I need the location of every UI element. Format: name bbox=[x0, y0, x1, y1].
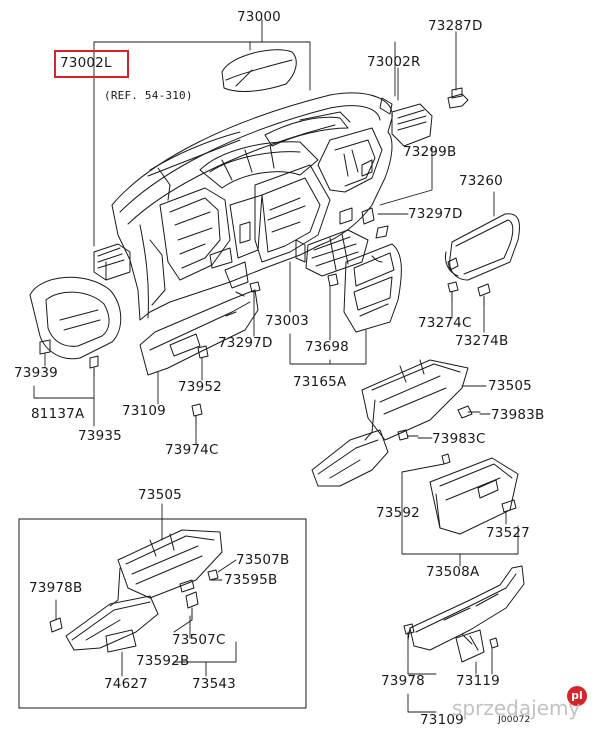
label-73260: 73260 bbox=[459, 173, 503, 189]
label-73978: 73978 bbox=[381, 673, 425, 689]
airbag-module bbox=[445, 213, 520, 281]
leader-lines bbox=[33, 19, 519, 713]
glovebox-assembly-right bbox=[311, 359, 469, 487]
side-cover-part bbox=[29, 276, 122, 360]
label-73983c: 73983C bbox=[432, 431, 486, 447]
label-73508a: 73508A bbox=[426, 564, 480, 580]
small-clips bbox=[39, 339, 209, 425]
knee-panel-upper bbox=[139, 289, 259, 376]
label-73002l: 73002L bbox=[60, 55, 112, 71]
clip-73698 bbox=[327, 273, 339, 287]
inset-glovebox-assembly bbox=[65, 529, 223, 651]
clip-73297d-right bbox=[361, 207, 389, 239]
label-ref-54-310: (REF. 54-310) bbox=[104, 89, 193, 102]
center-vent-part bbox=[305, 229, 369, 277]
label-73983b: 73983B bbox=[491, 407, 545, 423]
label-73165a: 73165A bbox=[293, 374, 347, 390]
label-73274b: 73274B bbox=[455, 333, 509, 349]
label-73505-right: 73505 bbox=[488, 378, 532, 394]
label-73698: 73698 bbox=[305, 339, 349, 355]
label-73505-inset: 73505 bbox=[138, 487, 182, 503]
label-73002r: 73002R bbox=[367, 54, 421, 70]
label-73595b: 73595B bbox=[224, 572, 278, 588]
highlight-box-73002l bbox=[54, 50, 129, 78]
watermark-text: sprzedajemy bbox=[452, 696, 581, 720]
label-73978b: 73978B bbox=[29, 580, 83, 596]
label-73527: 73527 bbox=[486, 525, 530, 541]
clip-73978 bbox=[403, 623, 415, 635]
label-73952: 73952 bbox=[178, 379, 222, 395]
center-panel-part bbox=[343, 243, 402, 333]
left-vent-part bbox=[93, 243, 131, 281]
label-73003: 73003 bbox=[265, 313, 309, 329]
label-73274c: 73274C bbox=[418, 315, 472, 331]
label-73109-lower: 73109 bbox=[420, 712, 464, 728]
right-vent-part bbox=[379, 97, 433, 147]
label-73939: 73939 bbox=[14, 365, 58, 381]
label-73974c: 73974C bbox=[165, 442, 219, 458]
top-cover-part bbox=[221, 49, 297, 92]
bolts-73274 bbox=[447, 281, 491, 307]
label-73507c: 73507C bbox=[172, 632, 226, 648]
label-73119: 73119 bbox=[456, 673, 500, 689]
dashboard-body bbox=[111, 92, 393, 321]
label-73000: 73000 bbox=[237, 9, 281, 25]
pocket-part bbox=[455, 629, 499, 663]
screw-73287d bbox=[447, 87, 469, 109]
label-73543: 73543 bbox=[192, 676, 236, 692]
label-73299b: 73299B bbox=[403, 144, 457, 160]
glovebox-part bbox=[429, 453, 519, 535]
label-73297d-left: 73297D bbox=[218, 335, 273, 351]
lower-panel-right bbox=[407, 565, 525, 651]
label-73287d: 73287D bbox=[428, 18, 483, 34]
label-73297d-right: 73297D bbox=[408, 206, 463, 222]
label-73592b: 73592B bbox=[136, 653, 190, 669]
bolt-73297d-left bbox=[249, 281, 261, 303]
label-73507b: 73507B bbox=[236, 552, 290, 568]
label-73109-upper: 73109 bbox=[122, 403, 166, 419]
label-81137a: 81137A bbox=[31, 406, 85, 422]
bolts-73983 bbox=[397, 405, 481, 441]
diagram-code: J00072 bbox=[498, 715, 531, 725]
label-73592: 73592 bbox=[376, 505, 420, 521]
inset-small-parts bbox=[49, 569, 219, 653]
label-73935: 73935 bbox=[78, 428, 122, 444]
inset-box bbox=[18, 518, 307, 709]
label-74627: 74627 bbox=[104, 676, 148, 692]
watermark-badge: pl bbox=[567, 686, 587, 706]
